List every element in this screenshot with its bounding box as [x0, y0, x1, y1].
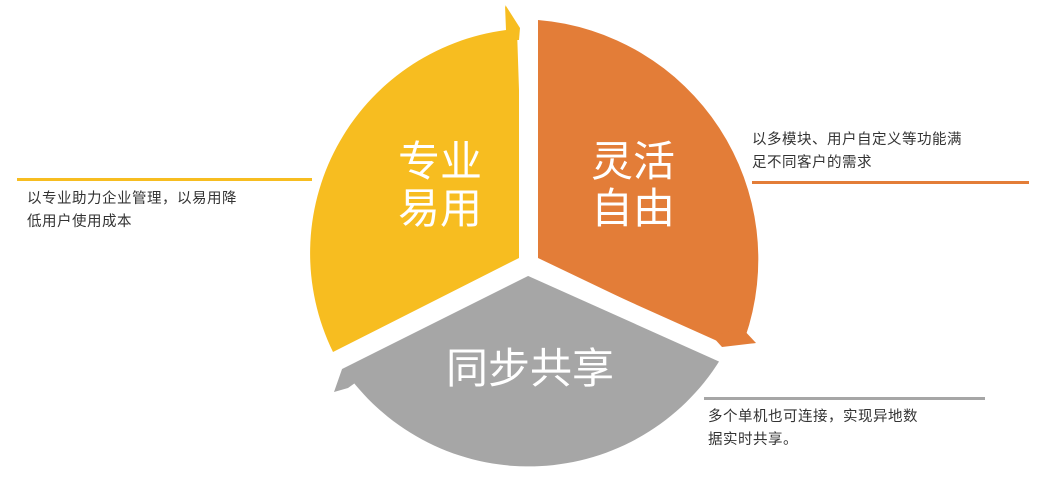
description-professional: 以专业助力企业管理，以易用降 低用户使用成本 [27, 188, 317, 234]
segment-professional [310, 5, 519, 352]
segment-flexible [538, 20, 759, 345]
arrow-tip-yellow [506, 6, 520, 40]
gap-left [295, 257, 533, 389]
leader-line-professional [17, 178, 312, 181]
title-professional: 专业 易用 [380, 138, 500, 232]
arrow-tip-gray [334, 366, 362, 392]
title-sync-line1: 同步共享 [445, 344, 614, 393]
title-sync: 同步共享 [420, 345, 640, 392]
description-sync-line1: 多个单机也可连接，实现异地数 [708, 409, 918, 425]
description-professional-line1: 以专业助力企业管理，以易用降 [27, 191, 237, 207]
leader-line-sync [704, 397, 985, 400]
description-professional-line2: 低用户使用成本 [27, 214, 132, 230]
title-flexible-line2: 自由 [590, 184, 675, 234]
description-flexible-line1: 以多模块、用户自定义等功能满 [752, 132, 962, 148]
title-professional-line1: 专业 [397, 137, 482, 186]
description-flexible-line2: 足不同客户的需求 [752, 155, 872, 171]
title-flexible-line1: 灵活 [590, 137, 675, 186]
gap-right [524, 257, 764, 379]
description-flexible: 以多模块、用户自定义等功能满 足不同客户的需求 [752, 129, 1039, 175]
arrow-tip-orange [712, 328, 756, 347]
title-professional-line2: 易用 [397, 184, 482, 234]
leader-line-flexible [752, 181, 1029, 184]
description-sync: 多个单机也可连接，实现异地数 据实时共享。 [708, 406, 998, 452]
description-sync-line2: 据实时共享。 [708, 432, 798, 448]
title-flexible: 灵活 自由 [573, 138, 693, 232]
